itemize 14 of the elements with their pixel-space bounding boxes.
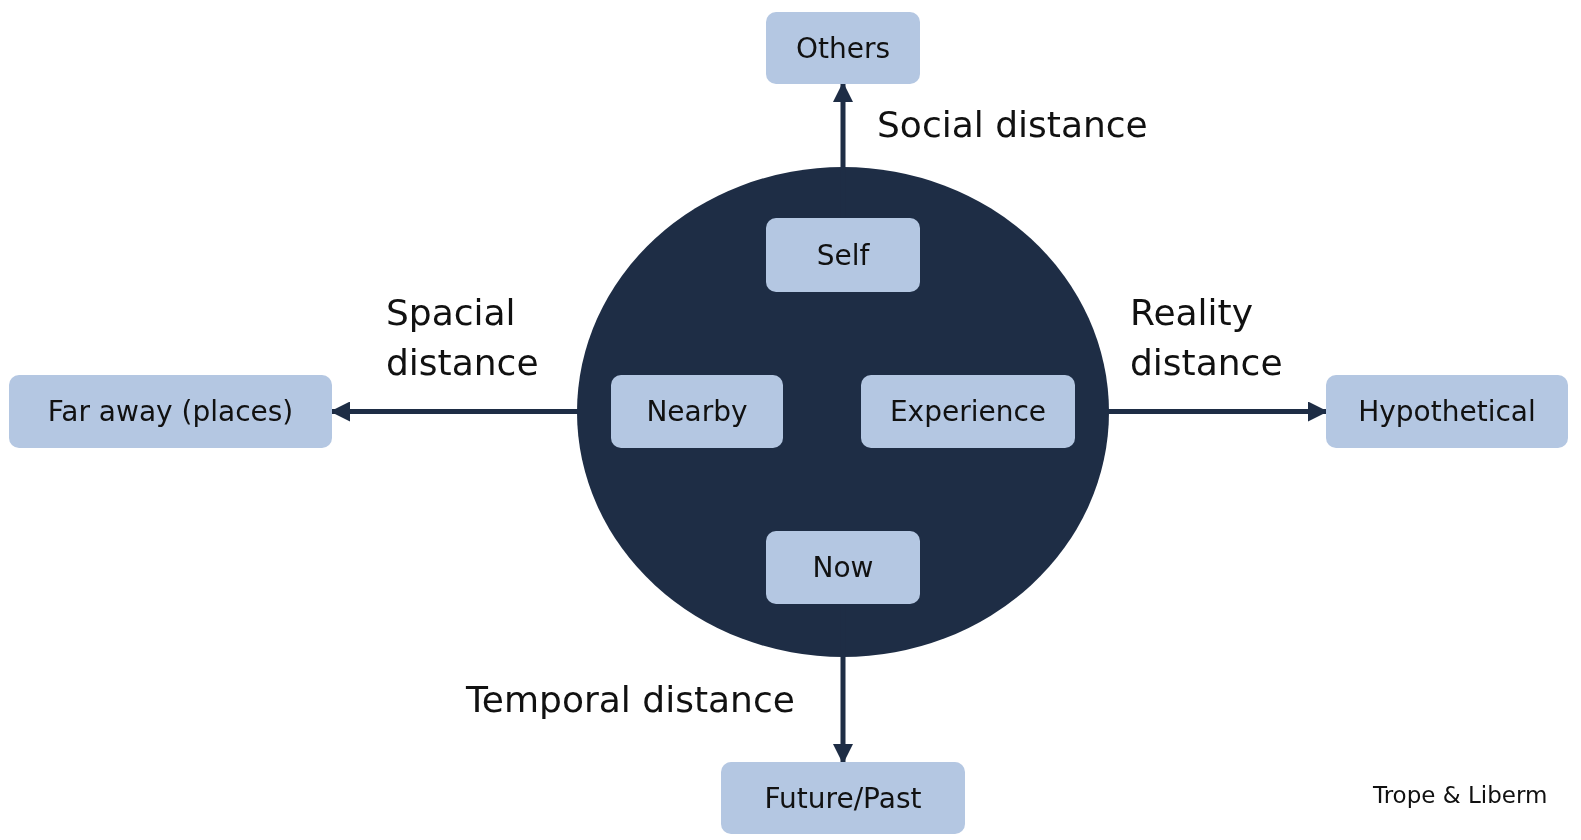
citation-note: Trope & Liberm <box>1373 782 1548 808</box>
concept-box: Nearby <box>611 375 783 448</box>
edge-label: Social distance <box>877 103 1148 147</box>
concept-box: Self <box>766 218 920 292</box>
concept-box: Others <box>766 12 920 84</box>
concept-box: Far away (places) <box>9 375 332 448</box>
edge-label: Temporal distance <box>466 678 795 722</box>
concept-box: Future/Past <box>721 762 965 834</box>
concept-box: Experience <box>861 375 1075 448</box>
edge-label: Spacial distance <box>386 291 540 386</box>
concept-box: Hypothetical <box>1326 375 1568 448</box>
edge-label: Reality distance <box>1130 291 1284 386</box>
concept-box: Now <box>766 531 920 604</box>
center-circle <box>577 167 1109 657</box>
